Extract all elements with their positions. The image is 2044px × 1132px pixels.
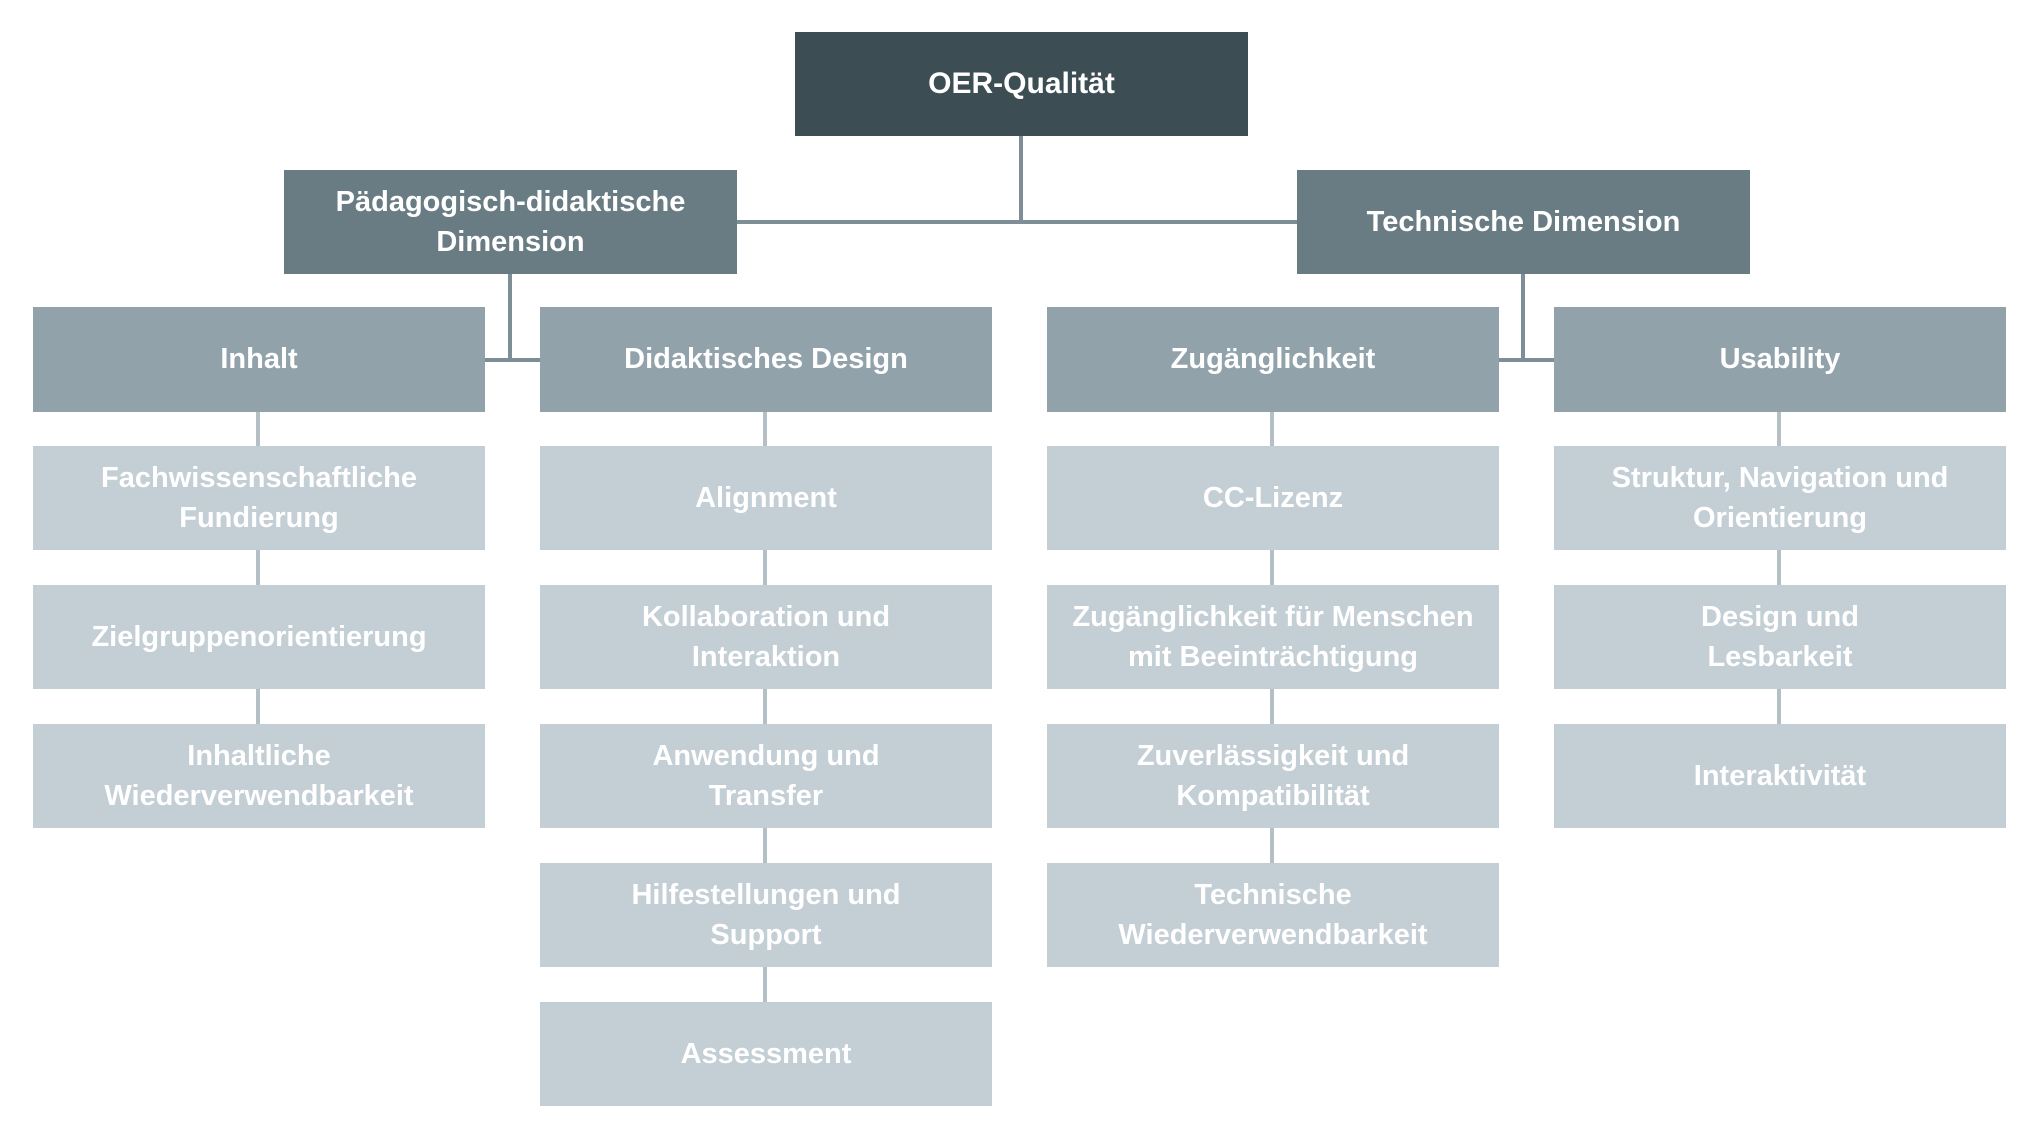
connector-col1-seg1	[256, 412, 260, 446]
connector-col1-seg3	[256, 689, 260, 724]
node-hilfestellungen-und-support: Hilfestellungen und Support	[540, 863, 992, 967]
node-zuverlaessigkeit-und-kompatibilitaet: Zuverlässigkeit und Kompatibilität	[1047, 724, 1499, 828]
node-struktur-navigation-und-orientierung: Struktur, Navigation und Orientierung	[1554, 446, 2006, 550]
node-alignment: Alignment	[540, 446, 992, 550]
connector-col2-seg4	[763, 828, 767, 863]
connector-col4-seg3	[1777, 689, 1781, 724]
connector-col4-seg2	[1777, 550, 1781, 585]
node-technische-dimension: Technische Dimension	[1297, 170, 1750, 274]
connector-dim2-horizontal	[1499, 358, 1554, 362]
node-fachwissenschaftliche-fundierung: Fachwissenschaftliche Fundierung	[33, 446, 485, 550]
connector-col3-seg2	[1270, 550, 1274, 585]
node-didaktisches-design: Didaktisches Design	[540, 307, 992, 412]
connector-dim2-vertical	[1521, 274, 1525, 362]
connector-col1-seg2	[256, 550, 260, 585]
connector-root-vertical	[1019, 136, 1023, 224]
connector-col3-seg1	[1270, 412, 1274, 446]
connector-dim1-horizontal	[485, 358, 540, 362]
node-zugaenglichkeit: Zugänglichkeit	[1047, 307, 1499, 412]
connector-col4-seg1	[1777, 412, 1781, 446]
connector-col2-seg2	[763, 550, 767, 585]
connector-dimensions-horizontal	[737, 220, 1297, 224]
node-usability: Usability	[1554, 307, 2006, 412]
node-kollaboration-und-interaktion: Kollaboration und Interaktion	[540, 585, 992, 689]
node-paedagogisch-didaktische-dimension: Pädagogisch-didaktische Dimension	[284, 170, 737, 274]
node-cc-lizenz: CC-Lizenz	[1047, 446, 1499, 550]
node-interaktivitaet: Interaktivität	[1554, 724, 2006, 828]
connector-col3-seg4	[1270, 828, 1274, 863]
connector-col2-seg5	[763, 967, 767, 1002]
node-zugaenglichkeit-fuer-menschen: Zugänglichkeit für Menschen mit Beeinträ…	[1047, 585, 1499, 689]
node-zielgruppenorientierung: Zielgruppenorientierung	[33, 585, 485, 689]
connector-dim1-vertical	[508, 274, 512, 362]
node-design-und-lesbarkeit: Design und Lesbarkeit	[1554, 585, 2006, 689]
node-inhaltliche-wiederverwendbarkeit: Inhaltliche Wiederverwendbarkeit	[33, 724, 485, 828]
node-anwendung-und-transfer: Anwendung und Transfer	[540, 724, 992, 828]
connector-col2-seg3	[763, 689, 767, 724]
connector-col3-seg3	[1270, 689, 1274, 724]
node-oer-qualitaet: OER-Qualität	[795, 32, 1248, 136]
node-assessment: Assessment	[540, 1002, 992, 1106]
connector-col2-seg1	[763, 412, 767, 446]
node-technische-wiederverwendbarkeit: Technische Wiederverwendbarkeit	[1047, 863, 1499, 967]
node-inhalt: Inhalt	[33, 307, 485, 412]
